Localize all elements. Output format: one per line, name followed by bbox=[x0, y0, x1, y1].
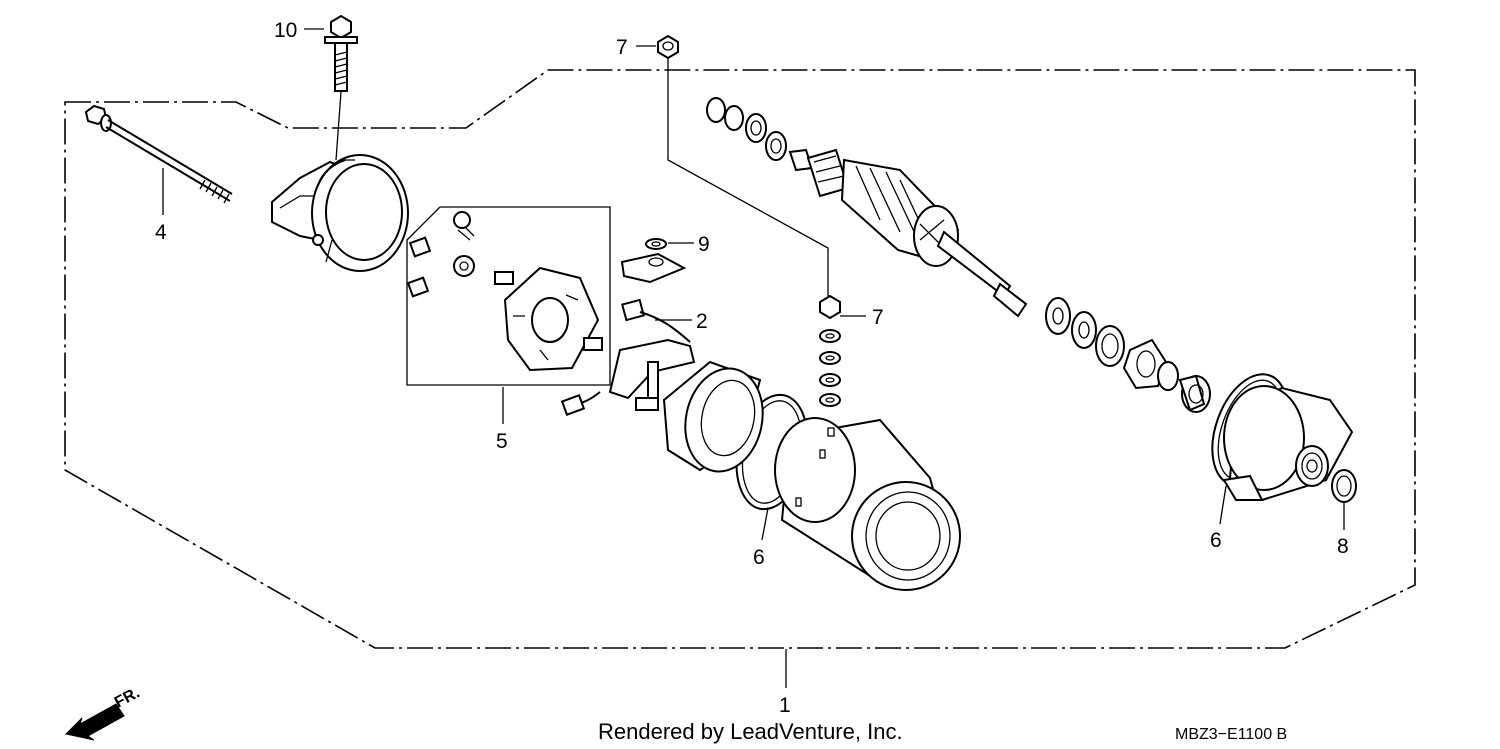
armature-washers-rear[interactable] bbox=[1045, 297, 1125, 367]
washer-8[interactable] bbox=[1331, 469, 1357, 503]
front-bracket[interactable] bbox=[271, 154, 409, 272]
through-bolt-4[interactable] bbox=[84, 104, 233, 204]
brush-holder-ring[interactable] bbox=[662, 360, 772, 479]
washer-9[interactable] bbox=[645, 238, 667, 250]
callout-1: 1 bbox=[779, 694, 791, 717]
assembly-boundary bbox=[64, 69, 1416, 649]
leader-lines bbox=[162, 28, 1345, 688]
callout-9: 9 bbox=[698, 233, 710, 256]
callout-10: 10 bbox=[274, 19, 297, 42]
callout-6-left: 6 bbox=[753, 546, 765, 569]
bolt-10[interactable] bbox=[324, 14, 358, 161]
callout-7-lower: 7 bbox=[872, 306, 884, 329]
callout-7-top: 7 bbox=[616, 36, 628, 59]
armature-washers-front[interactable] bbox=[706, 97, 787, 161]
callout-8: 8 bbox=[1337, 535, 1349, 558]
brush-set-boundary bbox=[406, 206, 611, 386]
callout-5: 5 bbox=[496, 430, 508, 453]
diagram-code: MBZ3−E1100 B bbox=[1175, 726, 1287, 743]
nut-washer-stack-7[interactable] bbox=[819, 294, 841, 407]
callout-2: 2 bbox=[696, 310, 708, 333]
callout-6-right: 6 bbox=[1210, 529, 1222, 552]
terminal-insulator[interactable] bbox=[620, 252, 687, 284]
footer-credit: Rendered by LeadVenture, Inc. bbox=[598, 719, 903, 744]
front-direction-arrow-icon: FR. bbox=[64, 684, 143, 741]
end-cover[interactable] bbox=[1222, 385, 1354, 502]
brush-lead-2[interactable] bbox=[560, 298, 696, 416]
callout-4: 4 bbox=[155, 221, 167, 244]
armature[interactable] bbox=[788, 148, 1028, 318]
nut-7-top[interactable] bbox=[657, 34, 829, 296]
brush-holder-assembly-5[interactable] bbox=[406, 211, 603, 372]
brush-retainer[interactable] bbox=[1122, 338, 1168, 390]
bearing[interactable] bbox=[1157, 361, 1211, 413]
motor-case[interactable] bbox=[774, 417, 961, 591]
